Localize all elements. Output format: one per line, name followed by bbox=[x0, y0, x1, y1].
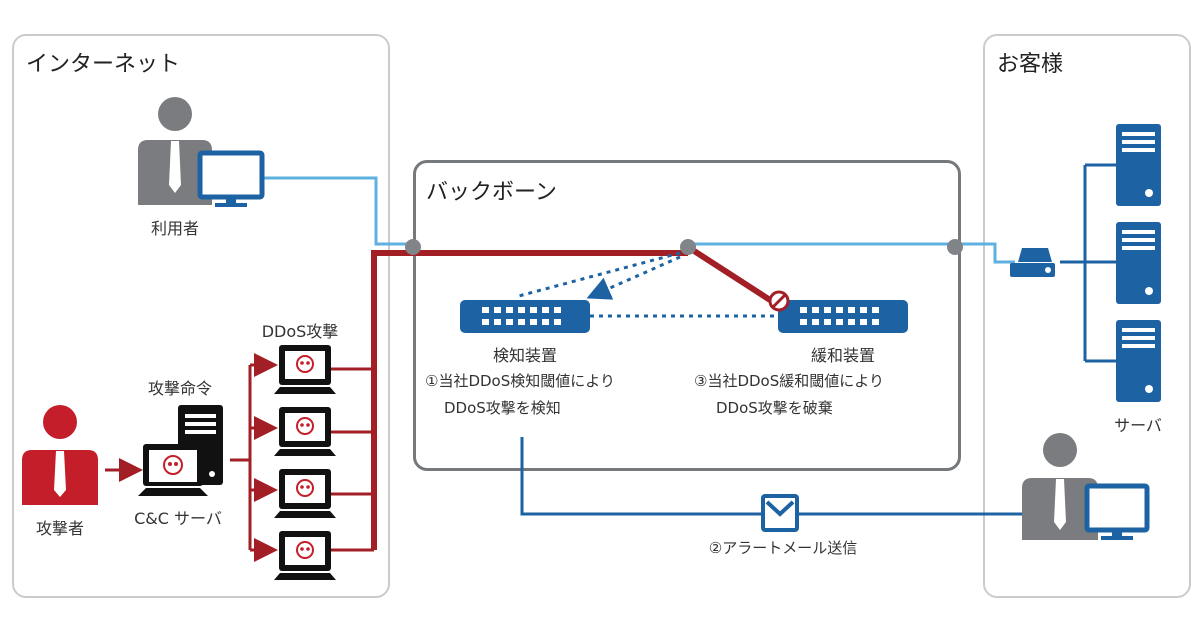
server-icon bbox=[1116, 320, 1161, 402]
skull-icon bbox=[163, 455, 183, 475]
servers-label: サーバ bbox=[1114, 416, 1162, 435]
block-icon bbox=[768, 290, 790, 312]
attacker-person-icon bbox=[22, 405, 98, 505]
alert-mail-line bbox=[520, 437, 1025, 516]
bot-laptop-icon bbox=[274, 345, 336, 394]
step3-line1: ③当社DDoS緩和閾値により bbox=[694, 372, 884, 390]
step2-label: ②アラートメール送信 bbox=[708, 539, 858, 557]
customer-monitor-icon bbox=[1084, 483, 1150, 540]
bot-laptop-icon bbox=[274, 469, 336, 518]
server-icon bbox=[1116, 222, 1161, 304]
step1-line1: ①当社DDoS検知閾値により bbox=[425, 372, 615, 390]
mitigator-label: 緩和装置 bbox=[810, 346, 876, 365]
backbone-zone-title: バックボーン bbox=[426, 180, 557, 205]
user-traffic-line bbox=[262, 176, 412, 246]
bot-laptop-icon bbox=[274, 407, 336, 456]
mail-icon bbox=[761, 494, 799, 532]
ddos-attack-label: DDoS攻撃 bbox=[261, 322, 339, 341]
step3-line2: DDoS攻撃を破棄 bbox=[716, 399, 833, 417]
customer-operator-icon bbox=[1022, 433, 1098, 540]
attack-command-label: 攻撃命令 bbox=[147, 379, 213, 398]
step1-line2: DDoS攻撃を検知 bbox=[444, 399, 561, 417]
cc-server-icon bbox=[138, 405, 223, 496]
attacker-label: 攻撃者 bbox=[35, 519, 85, 538]
attack-traffic-line bbox=[371, 250, 688, 550]
junction-dot bbox=[405, 239, 421, 255]
junction-dot bbox=[947, 239, 963, 255]
customer-router-icon bbox=[1010, 248, 1055, 277]
mitigation-device-icon bbox=[778, 300, 908, 333]
customer-zone-title: お客様 bbox=[997, 52, 1064, 77]
user-person-icon bbox=[138, 97, 212, 205]
internet-zone-title: インターネット bbox=[26, 52, 181, 77]
user-monitor-icon bbox=[197, 150, 265, 207]
detector-device-icon bbox=[460, 300, 590, 333]
bot-laptop-icon bbox=[274, 531, 336, 580]
detector-label: 検知装置 bbox=[492, 346, 558, 365]
backbone-normal-line bbox=[688, 242, 1015, 264]
user-label: 利用者 bbox=[150, 219, 200, 238]
cc-server-label: C&C サーバ bbox=[134, 509, 222, 528]
junction-dot bbox=[680, 239, 696, 255]
attack-diverted-line bbox=[686, 244, 772, 303]
server-icon bbox=[1116, 124, 1161, 206]
